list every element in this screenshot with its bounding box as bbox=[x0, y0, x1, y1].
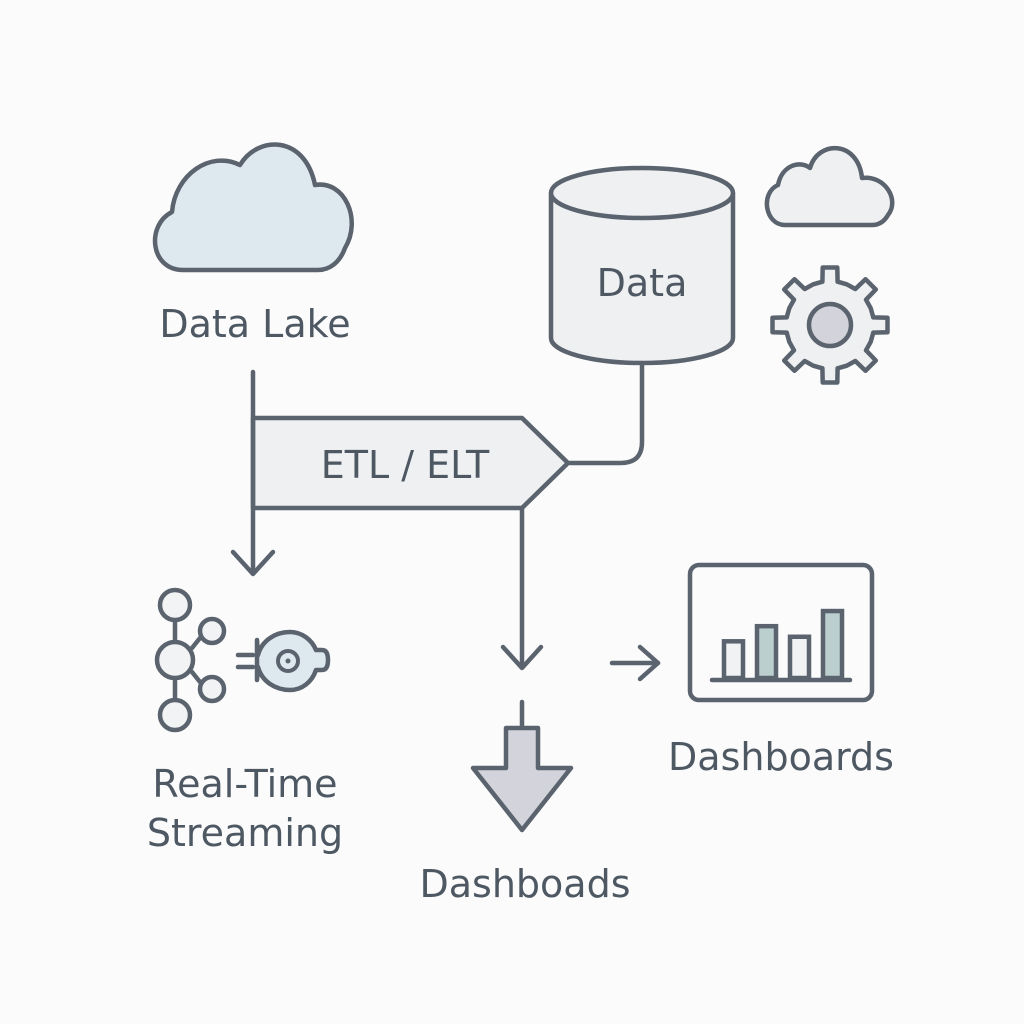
etl-node: ETL / ELT bbox=[250, 415, 571, 511]
chart-bar bbox=[754, 623, 779, 681]
data-store-node: Data bbox=[548, 165, 736, 366]
connector-data-to-etl bbox=[567, 360, 645, 466]
streaming-label-line2: Streaming bbox=[147, 811, 343, 855]
chart-bar bbox=[820, 608, 845, 681]
down-arrow-icon bbox=[470, 725, 574, 833]
data-lake-node: Data Lake bbox=[152, 142, 354, 346]
data-store-label: Data bbox=[597, 261, 688, 305]
chart-bar bbox=[721, 639, 746, 681]
arrow-to-streaming bbox=[230, 369, 276, 577]
dashboards-label: Dashboards bbox=[668, 735, 894, 779]
database-top-ellipse bbox=[548, 165, 736, 221]
chart-bar bbox=[787, 634, 812, 681]
gear-hub bbox=[806, 301, 854, 349]
streaming-label-line1: Real-Time bbox=[152, 762, 337, 806]
dashboads-label: Dashboads bbox=[419, 862, 630, 906]
dashboards-node: Dashboards bbox=[668, 562, 894, 779]
stream-sensor-icon bbox=[235, 629, 331, 693]
dashboads-node: Dashboads bbox=[419, 699, 631, 906]
data-lake-label: Data Lake bbox=[159, 302, 350, 346]
etl-label: ETL / ELT bbox=[321, 443, 490, 487]
arrow-to-dashboads bbox=[500, 505, 544, 671]
stream-network-icon bbox=[154, 587, 227, 733]
cloud-icon bbox=[152, 142, 354, 273]
arrow-right-icon bbox=[609, 644, 661, 682]
gear-icon bbox=[770, 265, 890, 385]
cloud-small-icon bbox=[764, 145, 895, 228]
